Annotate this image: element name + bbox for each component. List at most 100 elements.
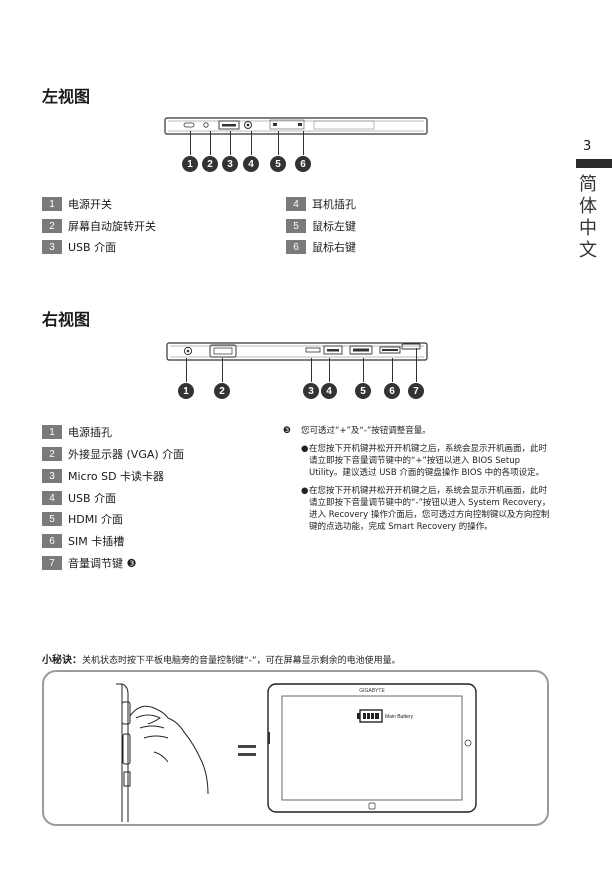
right-view-device-illustration [166, 342, 428, 361]
legend-item: 1 电源插孔 [42, 425, 112, 439]
callout-leader [392, 358, 393, 382]
note-heading-row: ❸ 您可透过“+”及“-”按钮调整音量。 [283, 425, 553, 437]
callout-badge: 5 [355, 383, 371, 399]
windows-button-icon [368, 802, 376, 810]
note-bullet: ● 在您按下开机键并松开开机键之后，系统会显示开机画面，此时请立即按下音量调节键… [301, 443, 553, 479]
legend-item: 4 USB 介面 [42, 491, 116, 505]
battery-icon [357, 709, 383, 723]
callout-badge: 2 [202, 156, 218, 172]
legend-label: 电源开关 [68, 198, 112, 211]
tip-text: 关机状态时按下平板电脑旁的音量控制键“-”，可在屏幕显示剩余的电池使用量。 [82, 656, 401, 666]
hand-pressing-volume-illustration [116, 683, 209, 822]
callout-badge: 5 [270, 156, 286, 172]
callout-leader [329, 358, 330, 382]
legend-number: 1 [42, 197, 62, 211]
legend-label: Micro SD 卡读卡器 [68, 470, 165, 483]
page-number: 3 [583, 139, 592, 154]
callout-badge: 7 [408, 383, 424, 399]
callout-badge: 3 [222, 156, 238, 172]
battery-label: Main Battery [385, 714, 414, 720]
equals-sign-bar [238, 745, 256, 748]
legend-item: 5 HDMI 介面 [42, 512, 123, 526]
volume-note: ❸ 您可透过“+”及“-”按钮调整音量。 ● 在您按下开机键并松开开机键之后，系… [283, 425, 553, 533]
legend-number: 2 [42, 219, 62, 233]
equals-sign-bar [238, 753, 256, 756]
legend-item: 1 电源开关 [42, 197, 112, 211]
callout-badge: 4 [243, 156, 259, 172]
left-view-device-illustration [164, 117, 428, 135]
legend-item: 6 SIM 卡插槽 [42, 534, 124, 548]
note-bullet-text: 在您按下开机键并松开开机键之后，系统会显示开机画面，此时请立即按下音量调节键中的… [309, 444, 548, 478]
language-char: 文 [579, 240, 597, 261]
callout-leader [311, 358, 312, 382]
callout-badge: 1 [182, 156, 198, 172]
legend-label: 音量调节键 ❸ [68, 557, 137, 570]
note-bullet: ● 在您按下开机键并松开开机键之后，系统会显示开机画面，此时请立即按下音量调节键… [301, 485, 553, 533]
callout-leader [363, 358, 364, 382]
callout-leader [303, 131, 304, 155]
legend-label: HDMI 介面 [68, 513, 123, 526]
legend-number: 7 [42, 556, 62, 570]
legend-label: USB 介面 [68, 492, 117, 505]
legend-number: 4 [286, 197, 306, 211]
legend-number: 2 [42, 447, 62, 461]
tablet-side-port [268, 732, 270, 744]
left-view-title: 左视图 [42, 87, 91, 106]
tip-label: 小秘诀： [42, 655, 82, 666]
callout-leader [416, 348, 417, 382]
tip-illustration: GIGABYTE Main Battery [116, 683, 477, 822]
bullet-dot-icon: ● [301, 444, 309, 454]
legend-number: 1 [42, 425, 62, 439]
legend-label: 屏幕自动旋转开关 [68, 220, 156, 233]
language-tab-label: 简 体 中 文 [578, 174, 598, 262]
callout-badge: 3 [303, 383, 319, 399]
note-marker: ❸ [283, 426, 292, 436]
note-heading: 您可透过“+”及“-”按钮调整音量。 [301, 426, 431, 436]
legend-item: 2 外接显示器 (VGA) 介面 [42, 447, 184, 461]
callout-leader [251, 131, 252, 155]
callout-leader [186, 358, 187, 382]
callout-leader [230, 131, 231, 155]
callout-leader [190, 131, 191, 155]
legend-label: SIM 卡插槽 [68, 535, 125, 548]
language-char: 简 [579, 174, 597, 195]
legend-item: 6 鼠标右键 [286, 240, 356, 254]
legend-label: 耳机插孔 [312, 198, 356, 211]
note-bullet-text: 在您按下开机键并松开开机键之后，系统会显示开机画面，此时请立即按下音量调节键中的… [309, 486, 551, 532]
legend-number: 5 [286, 219, 306, 233]
tablet-brand-logo: GIGABYTE [359, 688, 385, 694]
bullet-dot-icon: ● [301, 486, 309, 496]
legend-number: 3 [42, 469, 62, 483]
legend-label: 外接显示器 (VGA) 介面 [68, 448, 185, 461]
legend-item: 4 耳机插孔 [286, 197, 356, 211]
legend-item: 7 音量调节键 ❸ [42, 556, 136, 570]
legend-number: 6 [286, 240, 306, 254]
legend-number: 5 [42, 512, 62, 526]
language-char: 中 [579, 218, 597, 239]
callout-badge: 6 [295, 156, 311, 172]
legend-label: 鼠标右键 [312, 241, 356, 254]
legend-number: 3 [42, 240, 62, 254]
tablet-camera-icon [464, 739, 472, 747]
callout-badge: 6 [384, 383, 400, 399]
callout-badge: 4 [321, 383, 337, 399]
legend-item: 2 屏幕自动旋转开关 [42, 219, 156, 233]
legend-label: 鼠标左键 [312, 220, 356, 233]
legend-item: 3 Micro SD 卡读卡器 [42, 469, 164, 483]
legend-item: 3 USB 介面 [42, 240, 116, 254]
callout-leader [278, 131, 279, 155]
legend-label: USB 介面 [68, 241, 117, 254]
language-char: 体 [579, 196, 597, 217]
callout-badge: 2 [214, 383, 230, 399]
legend-item: 5 鼠标左键 [286, 219, 356, 233]
legend-label: 电源插孔 [68, 426, 112, 439]
legend-number: 6 [42, 534, 62, 548]
tip-line: 小秘诀：关机状态时按下平板电脑旁的音量控制键“-”，可在屏幕显示剩余的电池使用量… [42, 651, 401, 666]
tip-illustration-box: GIGABYTE Main Battery [42, 670, 549, 826]
language-tab-bar [576, 159, 612, 168]
right-view-title: 右视图 [42, 310, 91, 329]
callout-leader [210, 131, 211, 155]
legend-number: 4 [42, 491, 62, 505]
callout-leader [222, 358, 223, 382]
callout-badge: 1 [178, 383, 194, 399]
